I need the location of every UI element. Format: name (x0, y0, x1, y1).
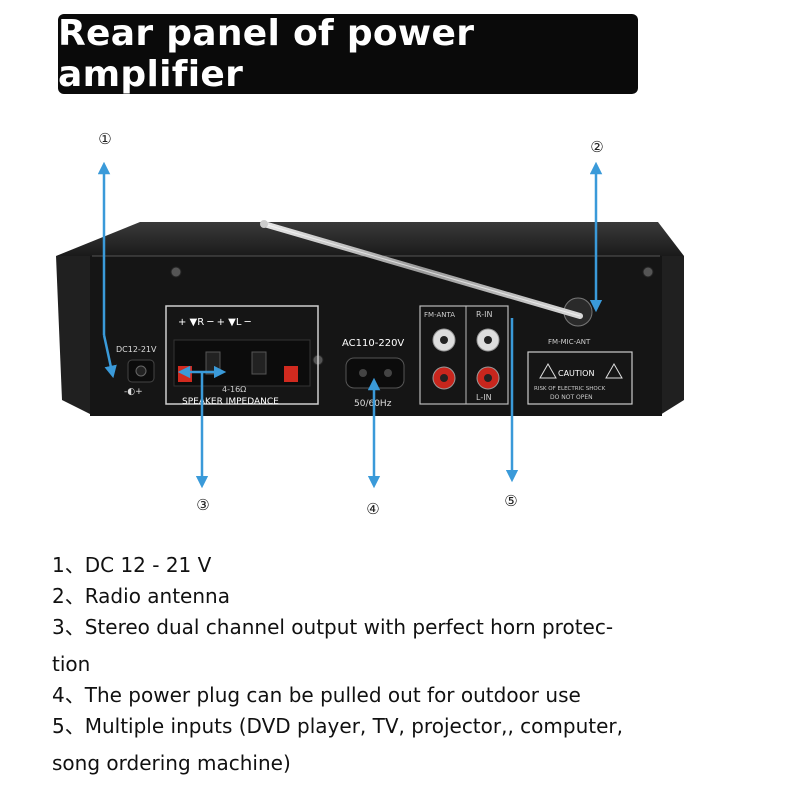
callout-2: ② (590, 138, 604, 156)
rear-panel (90, 256, 662, 416)
chassis-top (56, 222, 684, 256)
page-title: Rear panel of power amplifier (58, 13, 638, 95)
description-list: 1、DC 12 - 21 V 2、Radio antenna 3、Stereo … (52, 550, 752, 779)
speaker-impedance-value: 4-16Ω (222, 385, 246, 394)
callout-3: ③ (196, 496, 210, 514)
speaker-terminal-black (205, 351, 221, 375)
description-item-5: 5、Multiple inputs (DVD player, TV, proje… (52, 714, 623, 738)
caution-label: CAUTION (558, 369, 594, 378)
fm-anta-label: FM-ANTA (424, 311, 455, 319)
dc-label: DC12-21V (116, 345, 157, 354)
rca-input-frame (419, 305, 509, 405)
callout-arrows (97, 161, 603, 489)
caution-box (527, 351, 633, 405)
chassis-right-side (660, 256, 684, 415)
screw (642, 266, 654, 278)
speaker-impedance-label: SPEAKER IMPEDANCE (182, 397, 279, 407)
description-item-3: 3、Stereo dual channel output with perfec… (52, 615, 614, 639)
speaker-terminal-red (284, 366, 298, 382)
dc-polarity: -◐+ (124, 387, 143, 397)
r-in-label: R-IN (476, 310, 492, 319)
screw (170, 266, 182, 278)
description-item-3-cont: tion (52, 652, 91, 676)
description-item-2: 2、Radio antenna (52, 584, 230, 608)
speaker-terminal-frame (165, 305, 319, 405)
chassis-left-side (56, 256, 92, 415)
description-item-4: 4、The power plug can be pulled out for o… (52, 683, 581, 707)
amplifier-rear-photo: DC12-21V -◐+ + ▼R ─ + ▼L ─ 4-16Ω SPEAKER… (56, 161, 684, 489)
callout-1: ① (98, 130, 112, 148)
fm-mic-ant-label: FM-MIC-ANT (548, 338, 591, 346)
caution-line-2: DO NOT OPEN (550, 394, 593, 401)
ac-socket (345, 357, 405, 389)
speaker-terminal-black (251, 351, 267, 375)
callout-5: ⑤ (504, 492, 518, 510)
l-in-label: L-IN (476, 393, 492, 402)
description-item-1: 1、DC 12 - 21 V (52, 553, 212, 577)
ac-label: AC110-220V (342, 338, 404, 349)
caution-line-1: RISK OF ELECTRIC SHOCK (534, 386, 606, 392)
callout-4: ④ (366, 500, 380, 518)
speaker-terminal-red (178, 366, 192, 382)
description-item-5-cont: song ordering machine) (52, 751, 291, 775)
speaker-polarity-label: + ▼R ─ + ▼L ─ (178, 317, 252, 328)
